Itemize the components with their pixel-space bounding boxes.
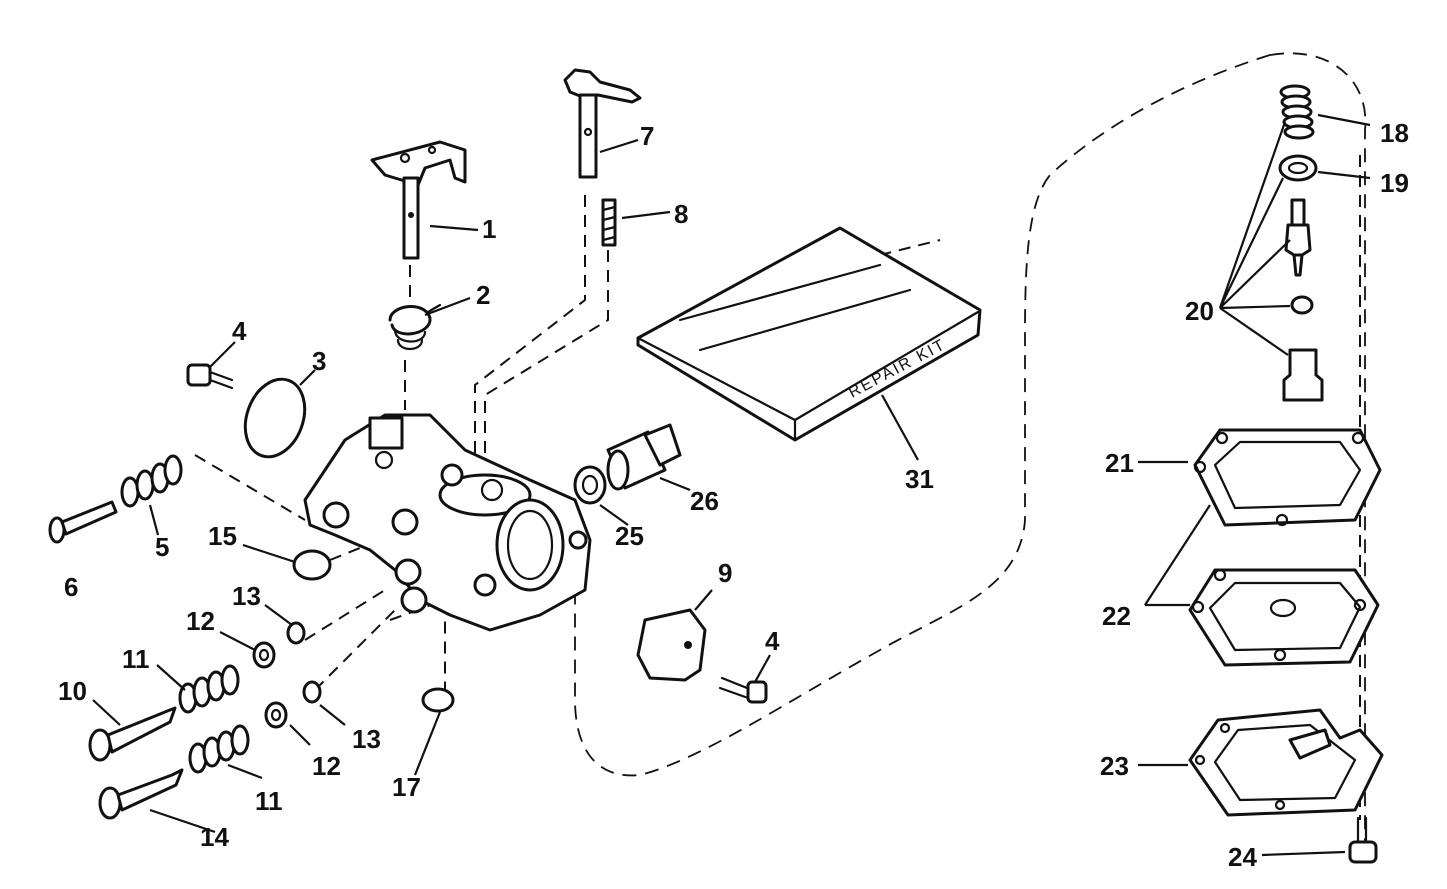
idle-speed-spring	[120, 454, 183, 508]
diaphragm-gasket	[1193, 428, 1382, 527]
callout-17: 17	[392, 772, 421, 802]
callout-4-bottom: 4	[765, 626, 780, 656]
repair-kit-box: REPAIR KIT	[636, 226, 982, 442]
callout-20: 20	[1185, 296, 1214, 326]
callout-9: 9	[718, 558, 732, 588]
throttle-plate-screw	[186, 363, 234, 390]
callout-13-bottom: 13	[352, 724, 381, 754]
callout-10: 10	[58, 676, 87, 706]
repair-kit-boundary	[574, 52, 1367, 845]
leader-lines	[92, 113, 1371, 857]
callout-7: 7	[640, 121, 654, 151]
welch-plug-large	[292, 549, 332, 581]
idle-needle	[98, 768, 184, 820]
callout-24: 24	[1228, 842, 1257, 872]
callout-3: 3	[312, 346, 326, 376]
cover-screw	[1348, 816, 1378, 864]
needle-washer-lower	[264, 701, 288, 729]
callout-25: 25	[615, 521, 644, 551]
callout-23: 23	[1100, 751, 1129, 781]
callout-5: 5	[155, 532, 169, 562]
idle-needle-spring	[188, 724, 250, 774]
carburetor-body	[303, 413, 592, 632]
callout-4-top: 4	[232, 316, 247, 346]
callout-labels: 1 2 3 4 4 5 6 7 8 9 10 11 11 12 12 13 13…	[58, 118, 1409, 872]
throttle-plate	[243, 377, 307, 459]
high-speed-needle	[88, 706, 177, 762]
callout-19: 19	[1380, 168, 1409, 198]
callout-6: 6	[64, 572, 78, 602]
callout-1: 1	[482, 214, 496, 244]
callout-2: 2	[476, 280, 490, 310]
high-speed-needle-spring	[178, 664, 240, 714]
o-ring-upper	[286, 621, 306, 645]
callout-12-top: 12	[186, 606, 215, 636]
inlet-needle-and-seat	[1282, 198, 1324, 402]
callout-15: 15	[208, 521, 237, 551]
callout-8: 8	[674, 199, 688, 229]
welch-plug-small	[421, 687, 455, 713]
inlet-washer	[1278, 154, 1318, 182]
o-ring-lower	[302, 680, 322, 704]
callout-13-top: 13	[232, 581, 261, 611]
diaphragm	[1188, 568, 1380, 667]
inlet-needle-spring	[1279, 84, 1315, 140]
choke-shaft-lever	[563, 68, 642, 179]
diaphragm-cover	[1188, 708, 1384, 817]
throttle-spring	[388, 303, 442, 351]
choke-plate-screw	[718, 676, 768, 704]
needle-washer-upper	[252, 641, 276, 669]
callout-18: 18	[1380, 118, 1409, 148]
callout-12-bottom: 12	[312, 751, 341, 781]
callout-26: 26	[690, 486, 719, 516]
callout-11-top: 11	[122, 644, 150, 674]
choke-spring	[601, 198, 617, 247]
callout-21: 21	[1105, 448, 1134, 478]
callout-14: 14	[200, 822, 229, 852]
callout-11-bottom: 11	[255, 786, 283, 816]
fuel-inlet-fitting	[606, 423, 682, 491]
callout-31: 31	[905, 464, 934, 494]
throttle-shaft-lever	[370, 140, 467, 260]
choke-plate	[636, 608, 707, 682]
callout-22: 22	[1102, 601, 1131, 631]
fuel-inlet-bushing	[573, 465, 607, 505]
idle-speed-screw	[48, 500, 118, 544]
